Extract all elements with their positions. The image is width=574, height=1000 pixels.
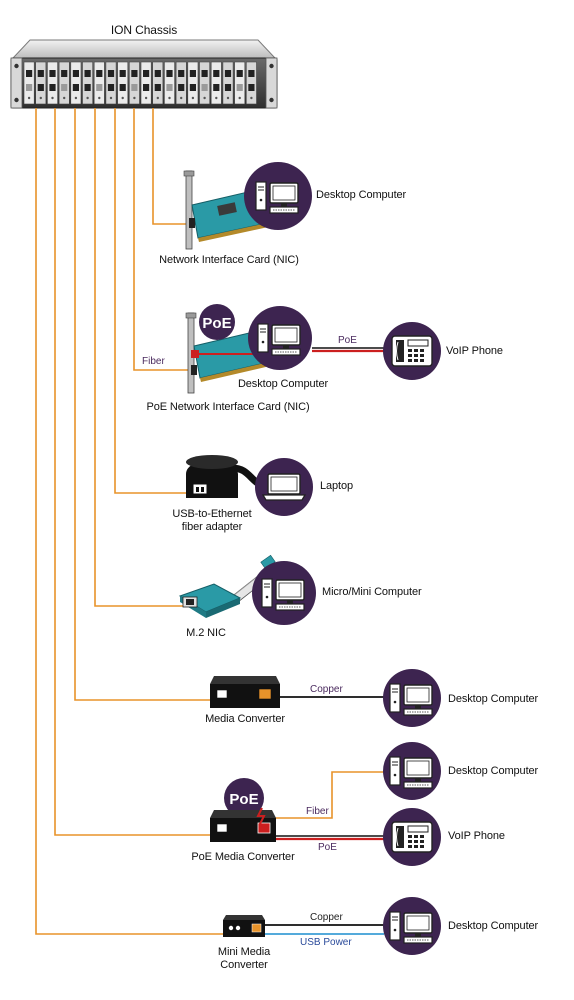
chassis-slot	[105, 61, 117, 105]
chassis-slot	[70, 61, 82, 105]
desktop-label-3: Desktop Computer	[448, 693, 539, 705]
voip-label-1: VoIP Phone	[446, 345, 503, 357]
mini-media-converter-label-1: Mini Media	[217, 946, 271, 958]
poe-media-converter-label: PoE Media Converter	[191, 851, 295, 863]
fiber-line-poe-media-converter	[54, 108, 210, 836]
usb-adapter-label-2: fiber adapter	[181, 521, 243, 533]
chassis-slot	[234, 61, 246, 105]
desktop-label-4: Desktop Computer	[448, 765, 539, 777]
chassis-slot	[246, 61, 257, 105]
nic-label: Network Interface Card (NIC)	[159, 254, 299, 266]
voip-phone-icon	[391, 335, 433, 367]
desktop-computer-icon	[389, 756, 433, 789]
fiber-line-label-2: Fiber	[306, 806, 329, 817]
fiber-line-mini-media-converter	[35, 108, 228, 935]
chassis-slot	[58, 61, 70, 105]
chassis-slot	[222, 61, 234, 105]
media-converter-label: Media Converter	[205, 713, 285, 725]
desktop-label-2: Desktop Computer	[237, 378, 329, 390]
desktop-label-5: Desktop Computer	[448, 920, 539, 932]
chassis-slot	[210, 61, 222, 105]
desktop-label-1: Desktop Computer	[316, 189, 407, 201]
chassis-slot	[47, 61, 58, 105]
copper-lines	[264, 696, 384, 935]
usb-power-line-label: USB Power	[300, 937, 352, 948]
chassis-slot	[117, 61, 129, 105]
m2-nic-label: M.2 NIC	[186, 627, 226, 639]
fiber-line-nic	[152, 108, 188, 225]
fiber-line-m2-nic	[94, 108, 184, 607]
copper-line-label-1: Copper	[310, 684, 343, 695]
desktop-computer-icon	[389, 911, 433, 944]
mini-media-converter-icon	[223, 915, 265, 937]
poe-badge-icon: PoE	[199, 304, 235, 340]
laptop-icon	[262, 473, 306, 501]
fiber-line-poe-nic	[133, 108, 188, 371]
poe-badge-icon: PoE	[224, 778, 264, 818]
chassis-slot	[93, 61, 105, 105]
fiber-line-label-1: Fiber	[142, 356, 165, 367]
poe-media-converter-icon	[210, 807, 276, 842]
chassis-slot	[82, 61, 93, 105]
m2-nic-icon	[178, 554, 277, 618]
chassis-slot	[152, 61, 164, 105]
poe-lines	[272, 347, 386, 841]
desktop-computer-icon	[255, 181, 299, 214]
media-converter-icon	[210, 676, 280, 708]
poe-nic-label: PoE Network Interface Card (NIC)	[146, 401, 310, 413]
voip-label-2: VoIP Phone	[448, 830, 505, 842]
chassis-slot	[187, 61, 199, 105]
copper-line-label-2: Copper	[310, 912, 343, 923]
poe-line-label-1: PoE	[338, 335, 357, 346]
fiber-line-poe-mc-to-desktop	[272, 771, 392, 819]
chassis-slot	[164, 61, 175, 105]
laptop-label: Laptop	[320, 480, 354, 492]
desktop-computer-icon	[389, 683, 433, 716]
fiber-lines	[35, 108, 392, 935]
chassis-slot	[35, 61, 47, 105]
chassis-slot	[199, 61, 210, 105]
fiber-line-usb-adapter	[114, 108, 188, 494]
chassis-slot	[140, 61, 152, 105]
usb-adapter-icon	[186, 455, 269, 498]
poe-badge-text-1: PoE	[202, 315, 231, 332]
chassis-slot	[129, 61, 140, 105]
voip-phone-icon	[391, 821, 433, 853]
usb-adapter-label-1: USB-to-Ethernet	[172, 508, 252, 520]
micro-label: Micro/Mini Computer	[322, 586, 422, 598]
desktop-computer-icon	[257, 323, 301, 356]
fiber-line-media-converter	[74, 108, 210, 701]
desktop-computer-icon	[261, 578, 305, 611]
mini-media-converter-label-2: Converter	[220, 959, 268, 971]
diagram-title: ION Chassis	[110, 23, 178, 37]
poe-badge-text-2: PoE	[229, 791, 258, 808]
chassis-slot	[175, 61, 187, 105]
chassis-icon	[10, 39, 278, 109]
poe-line-label-2: PoE	[318, 842, 337, 853]
chassis-slot	[23, 61, 35, 105]
